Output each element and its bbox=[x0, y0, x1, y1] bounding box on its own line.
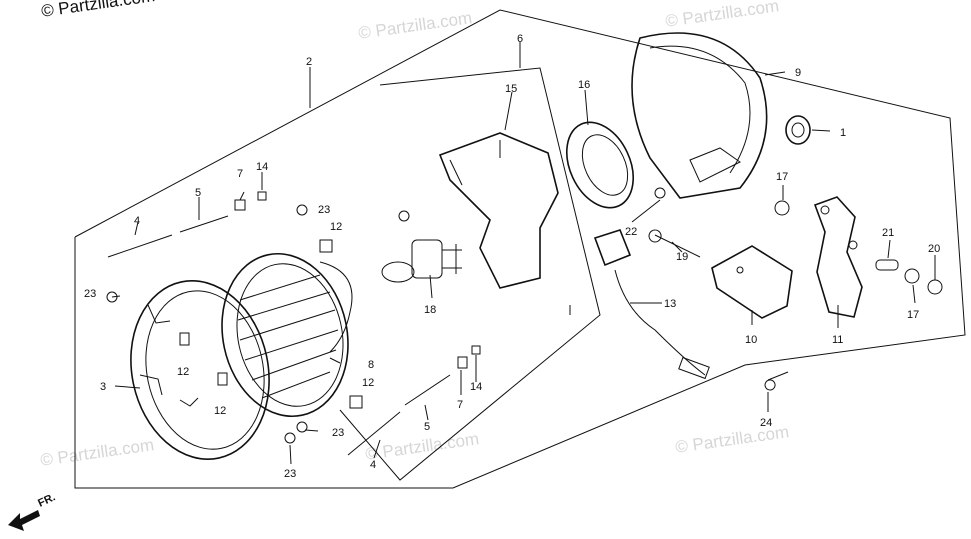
callout-9: 9 bbox=[795, 67, 801, 79]
callout-12: 12 bbox=[214, 405, 226, 417]
bulb bbox=[381, 239, 462, 283]
callout-5: 5 bbox=[424, 421, 430, 433]
leader-lines bbox=[111, 42, 936, 465]
front-direction-arrow-icon bbox=[8, 510, 40, 531]
callout-12: 12 bbox=[177, 366, 189, 378]
callout-17: 17 bbox=[776, 171, 788, 183]
direction-label: FR. bbox=[36, 491, 57, 509]
callout-2: 2 bbox=[306, 56, 312, 68]
callout-1: 1 bbox=[840, 127, 846, 139]
headlight-lens-unit bbox=[221, 252, 353, 418]
callout-13: 13 bbox=[664, 298, 676, 310]
grommet bbox=[785, 115, 811, 145]
callout-8: 8 bbox=[368, 359, 374, 371]
callout-4: 4 bbox=[134, 215, 140, 227]
callout-6: 6 bbox=[517, 33, 523, 45]
callout-18: 18 bbox=[424, 304, 436, 316]
housing-outline bbox=[339, 67, 601, 481]
headlight-rim bbox=[130, 280, 270, 460]
callout-7: 7 bbox=[457, 399, 463, 411]
callout-19: 19 bbox=[676, 251, 688, 263]
callout-16: 16 bbox=[578, 79, 590, 91]
callout-10: 10 bbox=[745, 334, 757, 346]
callout-23: 23 bbox=[284, 468, 296, 480]
callout-23: 23 bbox=[332, 427, 344, 439]
callout-4: 4 bbox=[370, 459, 376, 471]
callout-14: 14 bbox=[470, 381, 482, 393]
socket-harness bbox=[593, 229, 710, 380]
callout-24: 24 bbox=[760, 417, 772, 429]
assembly-outline bbox=[74, 9, 966, 489]
headlight-stay bbox=[711, 245, 793, 319]
bolt bbox=[648, 229, 701, 258]
headlight-case bbox=[631, 32, 768, 199]
callout-12: 12 bbox=[362, 377, 374, 389]
callout-14: 14 bbox=[256, 161, 268, 173]
callout-12: 12 bbox=[330, 221, 342, 233]
callout-23: 23 bbox=[318, 204, 330, 216]
callout-21: 21 bbox=[882, 227, 894, 239]
callout-5: 5 bbox=[195, 187, 201, 199]
callout-11: 11 bbox=[832, 334, 843, 346]
callout-15: 15 bbox=[505, 83, 517, 95]
callout-22: 22 bbox=[625, 226, 637, 238]
fasteners bbox=[106, 187, 943, 456]
callout-23: 23 bbox=[84, 288, 96, 300]
socket-ring bbox=[566, 121, 634, 209]
callout-7: 7 bbox=[237, 168, 243, 180]
mount-bracket bbox=[813, 196, 863, 318]
bulb-bracket bbox=[438, 132, 559, 289]
callout-3: 3 bbox=[100, 381, 106, 393]
callout-20: 20 bbox=[928, 243, 940, 255]
callout-17: 17 bbox=[907, 309, 919, 321]
